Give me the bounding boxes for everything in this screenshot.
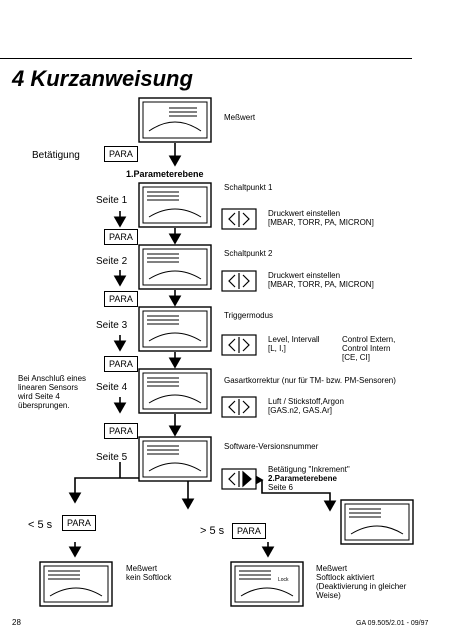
bottom-left-text: kein Softlock <box>126 573 172 582</box>
inc-dec-button-icon <box>221 270 257 292</box>
lt5-label: < 5 s <box>28 519 53 531</box>
inc-dec-button-icon <box>221 396 257 418</box>
seite-2-desc: Druckwert einstellen <box>268 271 341 280</box>
para-button: PARA <box>104 423 138 439</box>
display-seite-3 <box>138 306 212 352</box>
seite-4-desc: Luft / Stickstoff,Argon <box>268 397 344 406</box>
document-reference: GA 09.505/2.01 - 09/97 <box>356 620 429 627</box>
seite-2-label: Seite 2 <box>96 256 128 267</box>
para-button: PARA <box>104 229 138 245</box>
seite-1-label: Seite 1 <box>96 195 128 206</box>
bottom-right-text: Softlock aktiviert <box>316 573 375 582</box>
para-button: PARA <box>232 523 266 539</box>
top-measure-label: Meßwert <box>224 113 256 122</box>
increment-text: 2.Parameterebene <box>268 474 337 483</box>
side-note: Bei Anschluß eines <box>18 374 87 383</box>
display-seite-1 <box>138 182 212 228</box>
seite-3-label: Seite 3 <box>96 320 128 331</box>
para-button: PARA <box>62 515 96 531</box>
seite-5-name: Software-Versionsnummer <box>224 442 319 451</box>
para-button: PARA <box>104 291 138 307</box>
display-softlock <box>230 561 304 607</box>
display-seite-2 <box>138 244 212 290</box>
inc-dec-button-icon <box>221 208 257 230</box>
flow-arrow <box>68 477 120 504</box>
increment-text: Seite 6 <box>268 483 293 492</box>
page-title: 4 Kurzanweisung <box>12 66 193 91</box>
seite-3-desc: [L, I,] <box>268 344 286 353</box>
increment-button-icon <box>221 468 257 490</box>
seite-1-desc: [MBAR, TORR, PA, MICRON] <box>268 218 374 227</box>
param-level-1: 1.Parameterebene <box>126 169 204 179</box>
display-seite-5 <box>138 436 212 482</box>
seite-1-desc: Druckwert einstellen <box>268 209 341 218</box>
display-no-softlock <box>39 561 113 607</box>
display-seite-4 <box>138 368 212 414</box>
seite-3-desc2: [CE, CI] <box>342 353 371 362</box>
seite-4-name: Gasartkorrektur (nur für TM- bzw. PM-Sen… <box>224 376 396 385</box>
display-seite-6 <box>340 499 414 545</box>
seite-5-label: Seite 5 <box>96 452 128 463</box>
increment-text: Betätigung "Inkrement" <box>268 465 350 474</box>
lock-indicator: Lock <box>278 577 289 583</box>
side-note: linearen Sensors <box>18 383 79 392</box>
side-note: übersprungen. <box>18 401 70 410</box>
gt5-label: > 5 s <box>200 525 225 537</box>
flow-arrow <box>181 477 195 510</box>
bottom-left-text: Meßwert <box>126 564 158 573</box>
seite-4-desc: [GAS.n2, GAS.Ar] <box>268 406 333 415</box>
side-note: wird Seite 4 <box>18 392 60 401</box>
bottom-right-text: Meßwert <box>316 564 348 573</box>
seite-2-name: Schaltpunkt 2 <box>224 249 273 258</box>
seite-3-name: Triggermodus <box>224 311 274 320</box>
para-button: PARA <box>104 356 138 372</box>
betaetigung-label: Betätigung <box>32 150 80 161</box>
seite-4-label: Seite 4 <box>96 382 128 393</box>
page-number: 28 <box>12 618 21 627</box>
seite-1-name: Schaltpunkt 1 <box>224 183 273 192</box>
inc-dec-button-icon <box>221 334 257 356</box>
seite-3-desc2: Control Intern <box>342 344 391 353</box>
seite-3-desc: Level, Intervall <box>268 335 320 344</box>
bottom-right-text: (Deaktivierung in gleicher <box>316 582 407 591</box>
para-button: PARA <box>104 146 138 162</box>
seite-3-desc2: Control Extern, <box>342 335 396 344</box>
header-rule <box>0 58 412 59</box>
display-measure <box>138 97 212 143</box>
seite-2-desc: [MBAR, TORR, PA, MICRON] <box>268 280 374 289</box>
bottom-right-text: Weise) <box>316 591 341 600</box>
flow-arrow <box>261 480 337 512</box>
